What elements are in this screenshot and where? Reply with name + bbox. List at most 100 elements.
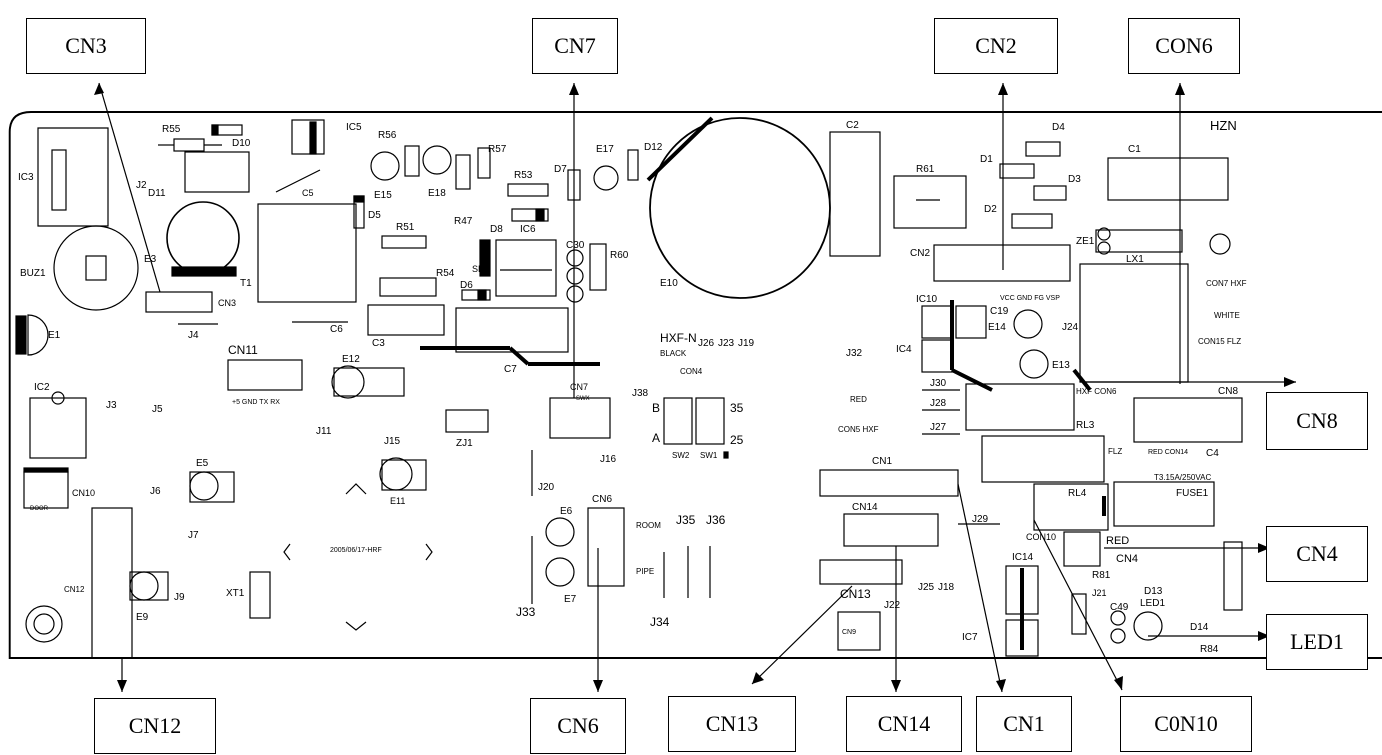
- silk-d5: D5: [368, 210, 381, 221]
- silk-a: A: [652, 431, 660, 445]
- silk-swx: SWX: [576, 396, 590, 402]
- silk-j30: J30: [930, 378, 947, 389]
- silk-j4: J4: [188, 330, 199, 341]
- silk-cn11-pins: +5 GND TX RX: [232, 399, 280, 406]
- silk-door: DOOR: [30, 506, 49, 512]
- silk-j18: J18: [938, 582, 955, 593]
- silk-j20: J20: [538, 482, 555, 493]
- silk-r47: R47: [454, 216, 473, 227]
- silk-ic2: IC2: [34, 382, 50, 393]
- silk-j5: J5: [152, 404, 163, 415]
- silk-35: 35: [730, 401, 744, 415]
- silk-c5: C5: [302, 188, 314, 198]
- silk-j35: J35: [676, 513, 696, 527]
- silk-pipe: PIPE: [636, 567, 654, 576]
- silk-redcon14: RED CON14: [1148, 449, 1188, 456]
- callout-cn8: CN8: [1266, 392, 1368, 450]
- silk-con5hxf: CON5 HXF: [838, 425, 879, 434]
- callout-cn12: CN12: [94, 698, 216, 754]
- callout-con6: CON6: [1128, 18, 1240, 74]
- silk-e11: E11: [390, 496, 405, 506]
- silk-hxfcon6: HXF CON6: [1076, 387, 1117, 396]
- silk-r56: R56: [378, 130, 397, 141]
- silk-j11: J11: [316, 426, 332, 437]
- silk-e15: E15: [374, 190, 392, 201]
- silk-black: BLACK: [660, 349, 687, 358]
- silk-j32: J32: [846, 348, 863, 359]
- silk-red: RED: [850, 395, 867, 404]
- silk-j27: J27: [930, 422, 947, 433]
- silk-e6: E6: [560, 506, 573, 517]
- silk-r84: R84: [1200, 644, 1219, 655]
- leader-cn1: [957, 483, 1003, 693]
- silk-r81: R81: [1092, 570, 1111, 581]
- leader-cn3: [98, 82, 161, 293]
- silk-j19: J19: [738, 338, 755, 349]
- silk-e3: E3: [144, 254, 157, 265]
- silk-cn14: CN14: [852, 502, 878, 513]
- silk-e10: E10: [660, 278, 678, 289]
- silk-cn2: CN2: [910, 248, 930, 259]
- silk-ic6: IC6: [520, 224, 536, 235]
- silk-e12: E12: [342, 354, 360, 365]
- silk-ic3: IC3: [18, 172, 34, 183]
- silk-ze1: ZE1: [1076, 236, 1095, 247]
- silk-c19: C19: [990, 306, 1009, 317]
- silk-c4: C4: [1206, 448, 1219, 459]
- silk-d3: D3: [1068, 174, 1081, 185]
- silk-e5: E5: [196, 458, 209, 469]
- silk-d12: D12: [644, 142, 663, 153]
- silk-25: 25: [730, 433, 744, 447]
- silk-sw1: SW1: [700, 451, 718, 460]
- silk-room: ROOM: [636, 521, 661, 530]
- silk-j3: J3: [106, 400, 117, 411]
- silk-j6: J6: [150, 486, 161, 497]
- silk-rl4: RL4: [1068, 488, 1087, 499]
- silk-j28: J28: [930, 398, 947, 409]
- silk-j7: J7: [188, 530, 199, 541]
- silk-cn12: CN12: [64, 585, 85, 594]
- silk-j33: J33: [516, 605, 536, 619]
- silk-c1: C1: [1128, 144, 1141, 155]
- callout-cn6: CN6: [530, 698, 626, 754]
- silk-d6: D6: [460, 280, 473, 291]
- silk-sr2: SR2: [472, 264, 490, 274]
- silk-flz: FLZ: [1108, 447, 1122, 456]
- silk-ic4: IC4: [896, 344, 912, 355]
- silk-buz1: BUZ1: [20, 268, 46, 279]
- silk-j25: J25: [918, 582, 935, 593]
- silk-red2: RED: [1106, 535, 1129, 547]
- callout-led1: LED1: [1266, 614, 1368, 670]
- silk-d14: D14: [1190, 622, 1209, 633]
- silk-j16: J16: [600, 454, 617, 465]
- callout-cn13: CN13: [668, 696, 796, 752]
- silk-d10: D10: [232, 138, 251, 149]
- silk-c6: C6: [330, 324, 343, 335]
- silk-ic14: IC14: [1012, 552, 1034, 563]
- silk-date: 2005/06/17-HRF: [330, 547, 382, 554]
- callout-con10: C0N10: [1120, 696, 1252, 752]
- silk-ic10: IC10: [916, 294, 938, 305]
- silk-r61: R61: [916, 164, 935, 175]
- silk-j23: J23: [718, 338, 735, 349]
- silk-j2: J2: [136, 180, 147, 191]
- silk-t1: T1: [240, 278, 252, 289]
- silk-j26: J26: [698, 338, 715, 349]
- silk-hzn: HZN: [1210, 118, 1237, 133]
- silk-d11: D11: [148, 188, 166, 199]
- silk-d2: D2: [984, 204, 997, 215]
- silk-d1: D1: [980, 154, 993, 165]
- silk-r57: R57: [488, 144, 507, 155]
- silk-j9: J9: [174, 592, 185, 603]
- silk-d7: D7: [554, 164, 567, 175]
- silk-con10: CON10: [1026, 532, 1056, 542]
- silk-sw2: SW2: [672, 451, 690, 460]
- callout-cn2: CN2: [934, 18, 1058, 74]
- silk-r60: R60: [610, 250, 629, 261]
- silk-j24: J24: [1062, 322, 1079, 333]
- silk-r51: R51: [396, 222, 415, 233]
- silk-lx1: LX1: [1126, 254, 1144, 265]
- silk-con4: CON4: [680, 367, 703, 376]
- silk-t315: T3.15A/250VAC: [1154, 473, 1211, 482]
